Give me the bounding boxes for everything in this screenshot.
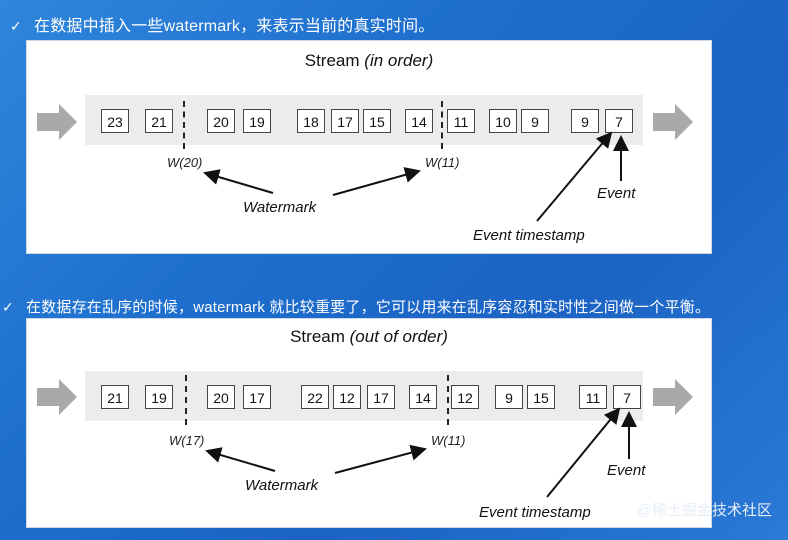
stream-element: 9 [571, 109, 599, 133]
diagram-panel-out-of-order: Stream (out of order) 21 19 20 17 22 12 … [26, 318, 712, 528]
watermark-annotation: Watermark [243, 199, 317, 216]
watermark-label: W(20) [167, 155, 203, 170]
watermark-marker [183, 101, 185, 149]
stream-element: 23 [101, 109, 129, 133]
stream-element: 11 [447, 109, 475, 133]
annotation-arrows [203, 131, 629, 222]
stream-element: 21 [101, 385, 129, 409]
panel-title: Stream (in order) [304, 51, 434, 70]
panel-title: Stream (out of order) [290, 327, 448, 346]
stream-element: 22 [301, 385, 329, 409]
stream-element: 12 [333, 385, 361, 409]
stream-element: 14 [409, 385, 437, 409]
watermark-marker [447, 375, 449, 425]
watermark-marker [185, 375, 187, 425]
stream-in-arrow-icon [37, 379, 77, 415]
bullet-text: 在数据中插入一些watermark，来表示当前的真实时间。 [34, 18, 435, 35]
diagram-panel-in-order: Stream (in order) 23 21 20 19 18 17 15 1… [26, 40, 712, 254]
check-icon: ✓ [10, 18, 22, 34]
stream-element: 20 [207, 109, 235, 133]
stream-element: 15 [527, 385, 555, 409]
stream-element: 17 [367, 385, 395, 409]
stream-element: 18 [297, 109, 325, 133]
stream-element: 7 [605, 109, 633, 133]
watermark-marker [441, 101, 443, 149]
watermark-label: W(11) [425, 155, 460, 170]
stream-element: 19 [243, 109, 271, 133]
timestamp-annotation: Event timestamp [479, 504, 591, 521]
annotation-arrows [205, 407, 637, 498]
stream-element: 10 [489, 109, 517, 133]
stream-element: 20 [207, 385, 235, 409]
stream-element: 12 [451, 385, 479, 409]
stream-element: 17 [243, 385, 271, 409]
stream-out-arrow-icon [653, 104, 693, 140]
stream-element: 7 [613, 385, 641, 409]
bullet-text: 在数据存在乱序的时候，watermark 就比较重要了，它可以用来在乱序容忍和实… [26, 299, 711, 316]
watermark-label: W(11) [431, 433, 466, 448]
event-annotation: Event [607, 462, 646, 479]
event-annotation: Event [597, 185, 636, 202]
stream-element: 19 [145, 385, 173, 409]
watermark-annotation: Watermark [245, 477, 319, 494]
watermark-label: W(17) [169, 433, 205, 448]
stream-out-arrow-icon [653, 379, 693, 415]
bullet-out-of-order: ✓ 在数据存在乱序的时候，watermark 就比较重要了，它可以用来在乱序容忍和… [2, 296, 710, 317]
stream-element: 9 [495, 385, 523, 409]
stream-element: 15 [363, 109, 391, 133]
check-icon: ✓ [2, 299, 14, 315]
stream-element: 11 [579, 385, 607, 409]
stream-element: 17 [331, 109, 359, 133]
timestamp-annotation: Event timestamp [473, 227, 585, 244]
stream-in-arrow-icon [37, 104, 77, 140]
stream-element: 14 [405, 109, 433, 133]
source-credit: @稀土掘金技术社区 [636, 502, 772, 519]
stream-element: 9 [521, 109, 549, 133]
stream-element: 21 [145, 109, 173, 133]
bullet-in-order: ✓ 在数据中插入一些watermark，来表示当前的真实时间。 [10, 12, 434, 36]
